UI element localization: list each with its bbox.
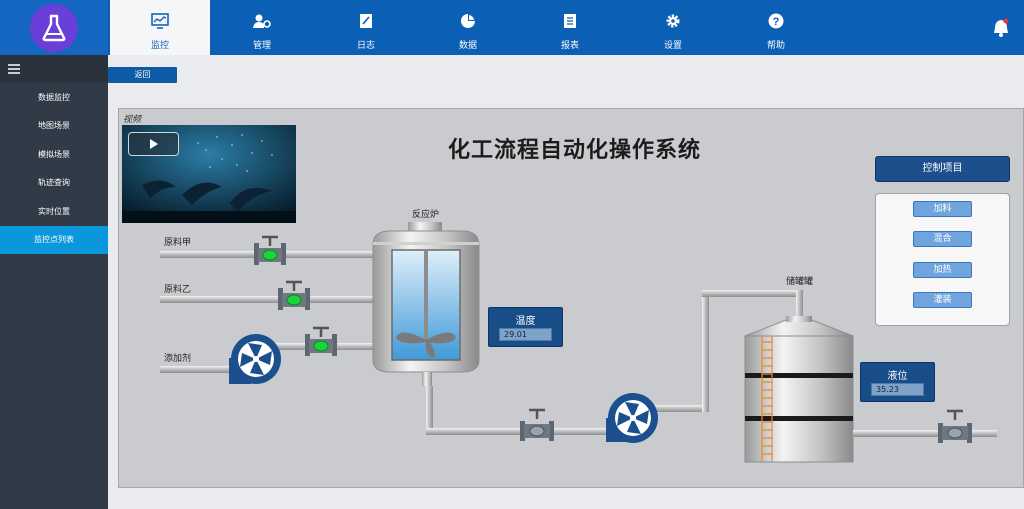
gear-icon (623, 13, 723, 31)
tab-help[interactable]: ? 帮助 (726, 0, 826, 55)
input-label-a: 原料甲 (164, 238, 192, 248)
toolbar (108, 55, 1024, 95)
report-icon (520, 13, 620, 31)
level-label: 液位 (887, 371, 908, 382)
pipe-riser (702, 292, 709, 412)
valve-input-b[interactable] (278, 280, 310, 310)
tab-label: 日志 (356, 41, 375, 51)
play-button[interactable] (128, 132, 179, 156)
pipe-reactor-outlet (426, 386, 433, 434)
video-player[interactable] (122, 125, 296, 223)
temperature-label: 温度 (515, 316, 536, 327)
system-title: 化工流程自动化操作系统 (448, 138, 702, 163)
valve-input-a[interactable] (254, 235, 286, 265)
log-icon (316, 13, 416, 31)
tab-label: 监控 (150, 41, 169, 51)
mix-button[interactable]: 混合 (913, 231, 972, 247)
user-gear-icon (212, 13, 312, 31)
reactor-label: 反应炉 (412, 210, 440, 220)
heat-button[interactable]: 加热 (913, 262, 972, 278)
help-icon: ? (726, 13, 826, 31)
sidebar: 数据监控 地图场景 模拟场景 轨迹查询 实时位置 监控点列表 (0, 55, 108, 509)
bell-icon[interactable] (992, 18, 1010, 38)
top-nav-bar: 监控 管理 日志 数据 报表 设置 ? 帮助 (0, 0, 1024, 55)
level-gauge: 液位 35.23 (860, 362, 935, 402)
tab-monitor[interactable]: 监控 (110, 0, 210, 55)
tab-label: 设置 (663, 41, 682, 51)
video-label: 视频 (123, 115, 142, 125)
valve-reactor-outlet[interactable] (520, 408, 554, 441)
input-label-b: 原料乙 (164, 285, 192, 295)
flask-icon (30, 3, 78, 52)
tab-settings[interactable]: 设置 (623, 0, 723, 55)
sidebar-item-map-scene[interactable]: 地图场景 (38, 121, 70, 130)
valve-additive[interactable] (305, 326, 337, 356)
level-value: 35.23 (871, 383, 924, 396)
pipe-tank-outlet (853, 430, 997, 437)
bottom-strip (108, 497, 1024, 509)
tab-data[interactable]: 数据 (418, 0, 518, 55)
control-panel-title: 控制项目 (875, 156, 1010, 182)
back-button[interactable]: 返回 (108, 67, 177, 83)
valve-tank-outlet[interactable] (938, 409, 972, 443)
tab-label: 帮助 (766, 41, 785, 51)
sidebar-item-monitor-points[interactable]: 监控点列表 (0, 226, 108, 254)
tab-label: 数据 (458, 41, 477, 51)
sidebar-item-data-monitor[interactable]: 数据监控 (38, 93, 70, 102)
tab-log[interactable]: 日志 (316, 0, 416, 55)
pump-additive[interactable] (229, 334, 281, 384)
feed-button[interactable]: 加料 (913, 201, 972, 217)
sidebar-item-sim-scene[interactable]: 模拟场景 (38, 150, 70, 159)
pie-chart-icon (418, 13, 518, 31)
pump-transfer[interactable] (606, 393, 658, 443)
pipe-pump2-out (655, 405, 708, 412)
pipe-tank-inlet (796, 290, 803, 320)
pipe-top (702, 290, 802, 297)
monitor-icon (110, 13, 210, 31)
storage-tank (744, 316, 854, 463)
tab-label: 报表 (560, 41, 579, 51)
reactor (372, 222, 480, 386)
fill-button[interactable]: 灌装 (913, 292, 972, 308)
temperature-gauge: 温度 29.01 (488, 307, 563, 347)
temperature-value: 29.01 (499, 328, 552, 341)
pipe-additive (160, 366, 235, 373)
sidebar-item-realtime-location[interactable]: 实时位置 (38, 207, 70, 216)
pipe-input-b (160, 296, 373, 303)
tab-manage[interactable]: 管理 (212, 0, 312, 55)
logo (0, 0, 108, 55)
tank-label: 储罐罐 (786, 277, 814, 287)
sidebar-item-track-query[interactable]: 轨迹查询 (38, 178, 70, 187)
play-icon (149, 139, 158, 149)
menu-toggle-icon[interactable] (0, 55, 108, 83)
tab-label: 管理 (252, 41, 271, 51)
tab-report[interactable]: 报表 (520, 0, 620, 55)
svg-text:?: ? (773, 16, 780, 28)
input-label-additive: 添加剂 (164, 354, 192, 364)
